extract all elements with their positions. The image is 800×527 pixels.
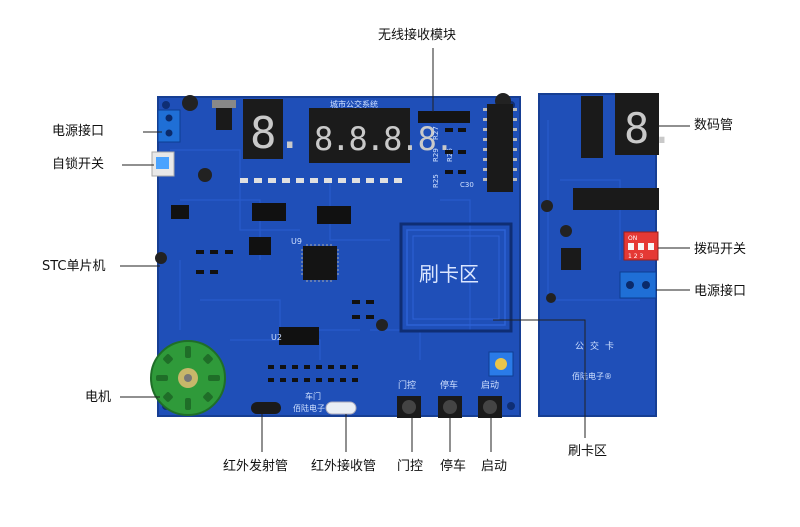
silk-u9: U9 bbox=[291, 237, 302, 246]
ir-emitter bbox=[251, 402, 281, 414]
label-ir-receiver: 红外接收管 bbox=[311, 459, 377, 474]
single-digit-display bbox=[243, 99, 283, 159]
four-digit-display bbox=[309, 108, 410, 163]
label-self-lock-switch: 自锁开关 bbox=[52, 157, 105, 172]
smd-ic-2 bbox=[317, 206, 351, 224]
power-terminal-right bbox=[619, 271, 657, 299]
label-start: 启动 bbox=[481, 459, 508, 474]
ir-receiver bbox=[325, 401, 357, 415]
label-door-control: 门控 bbox=[397, 459, 424, 474]
silk-u2: U2 bbox=[271, 333, 282, 342]
silk-r27: R27 bbox=[432, 126, 440, 140]
label-motor: 电机 bbox=[85, 390, 112, 405]
label-dip-switch: 拨码开关 bbox=[694, 242, 747, 257]
dip-ic-right bbox=[487, 104, 513, 192]
wireless-module-header bbox=[418, 111, 470, 123]
silk-r26: R26 bbox=[446, 148, 454, 162]
capacitor-1 bbox=[182, 95, 198, 111]
card-digit-text: 8. bbox=[624, 104, 675, 153]
single-digit-text: 8. bbox=[250, 108, 303, 159]
label-power-port-right: 电源接口 bbox=[694, 284, 747, 299]
top-silkscreen: 城市公交系统 bbox=[330, 99, 378, 109]
silk-door-control: 门控 bbox=[398, 379, 416, 391]
card-pcb: 8. ON 1 2 3 公交卡 佰陆电子® bbox=[538, 93, 675, 417]
silk-r29: R29 bbox=[432, 148, 440, 162]
silk-r25: R25 bbox=[432, 174, 440, 188]
silk-c30: C30 bbox=[460, 181, 474, 189]
dip-numbers: 1 2 3 bbox=[628, 253, 643, 260]
four-digit-text: 8.8.8.8. bbox=[314, 120, 452, 158]
dip-on-text: ON bbox=[628, 235, 637, 242]
card-zone-text: 刷卡区 bbox=[419, 262, 479, 286]
motor bbox=[150, 340, 226, 416]
silk-stop: 停车 bbox=[440, 379, 458, 391]
card-brand: 佰陆电子® bbox=[572, 371, 612, 381]
smd-ic-3 bbox=[279, 327, 319, 345]
silk-brand-left: 佰陆电子 bbox=[293, 403, 325, 413]
smd-ic-1 bbox=[252, 203, 286, 221]
label-stc-mcu: STC单片机 bbox=[42, 259, 106, 274]
card-zone bbox=[399, 222, 513, 333]
label-digit-tube: 数码管 bbox=[694, 118, 734, 133]
main-pcb: 8. 8.8.8.8. 城市公交系统 R27 R29 R26 R25 C30 bbox=[150, 93, 521, 418]
label-card-area: 刷卡区 bbox=[568, 444, 608, 459]
card-digit-display bbox=[615, 93, 659, 155]
label-power-port-left: 电源接口 bbox=[52, 124, 105, 139]
card-label: 公交卡 bbox=[575, 340, 620, 352]
button-stop bbox=[438, 396, 462, 418]
card-wide-ic bbox=[573, 188, 659, 210]
label-ir-emitter: 红外发射管 bbox=[223, 459, 289, 474]
button-door-control bbox=[397, 396, 421, 418]
button-start bbox=[478, 396, 502, 418]
label-stop: 停车 bbox=[440, 459, 467, 474]
card-dip-ic bbox=[581, 96, 603, 158]
label-wireless-module: 无线接收模块 bbox=[378, 28, 457, 43]
silk-start: 启动 bbox=[481, 379, 499, 391]
power-terminal-left bbox=[157, 109, 181, 143]
leader-lines bbox=[120, 48, 690, 452]
stc-mcu-chip bbox=[303, 246, 337, 280]
silk-car-door: 车门 bbox=[305, 391, 321, 401]
